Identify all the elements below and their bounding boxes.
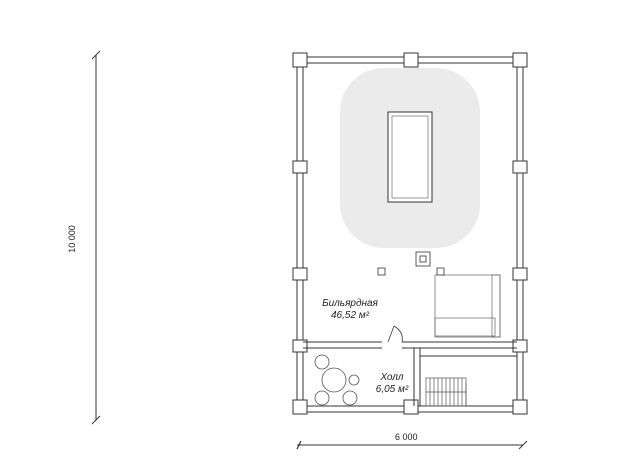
billiard-table-icon: [387, 111, 433, 203]
vertical-dimension: [91, 50, 101, 425]
wall-posts: [292, 52, 528, 415]
sofa-icon: [434, 274, 501, 338]
room-billiard-area: 46,52 м²: [331, 310, 369, 321]
column-icon: [377, 251, 445, 276]
height-dimension-label: 10 000: [66, 225, 77, 253]
patio-furniture-icon: [314, 354, 360, 406]
room-billiard-name: Бильярдная: [322, 298, 378, 309]
horizontal-dimension: [296, 440, 528, 450]
room-hall-area: 6,05 м²: [375, 384, 409, 395]
room-hall-name: Холл: [380, 372, 404, 383]
interior-partition: [303, 341, 517, 406]
width-dimension-label: 6 000: [395, 432, 418, 442]
stairs-icon: [425, 377, 467, 407]
door-swing-icon: [387, 325, 403, 343]
